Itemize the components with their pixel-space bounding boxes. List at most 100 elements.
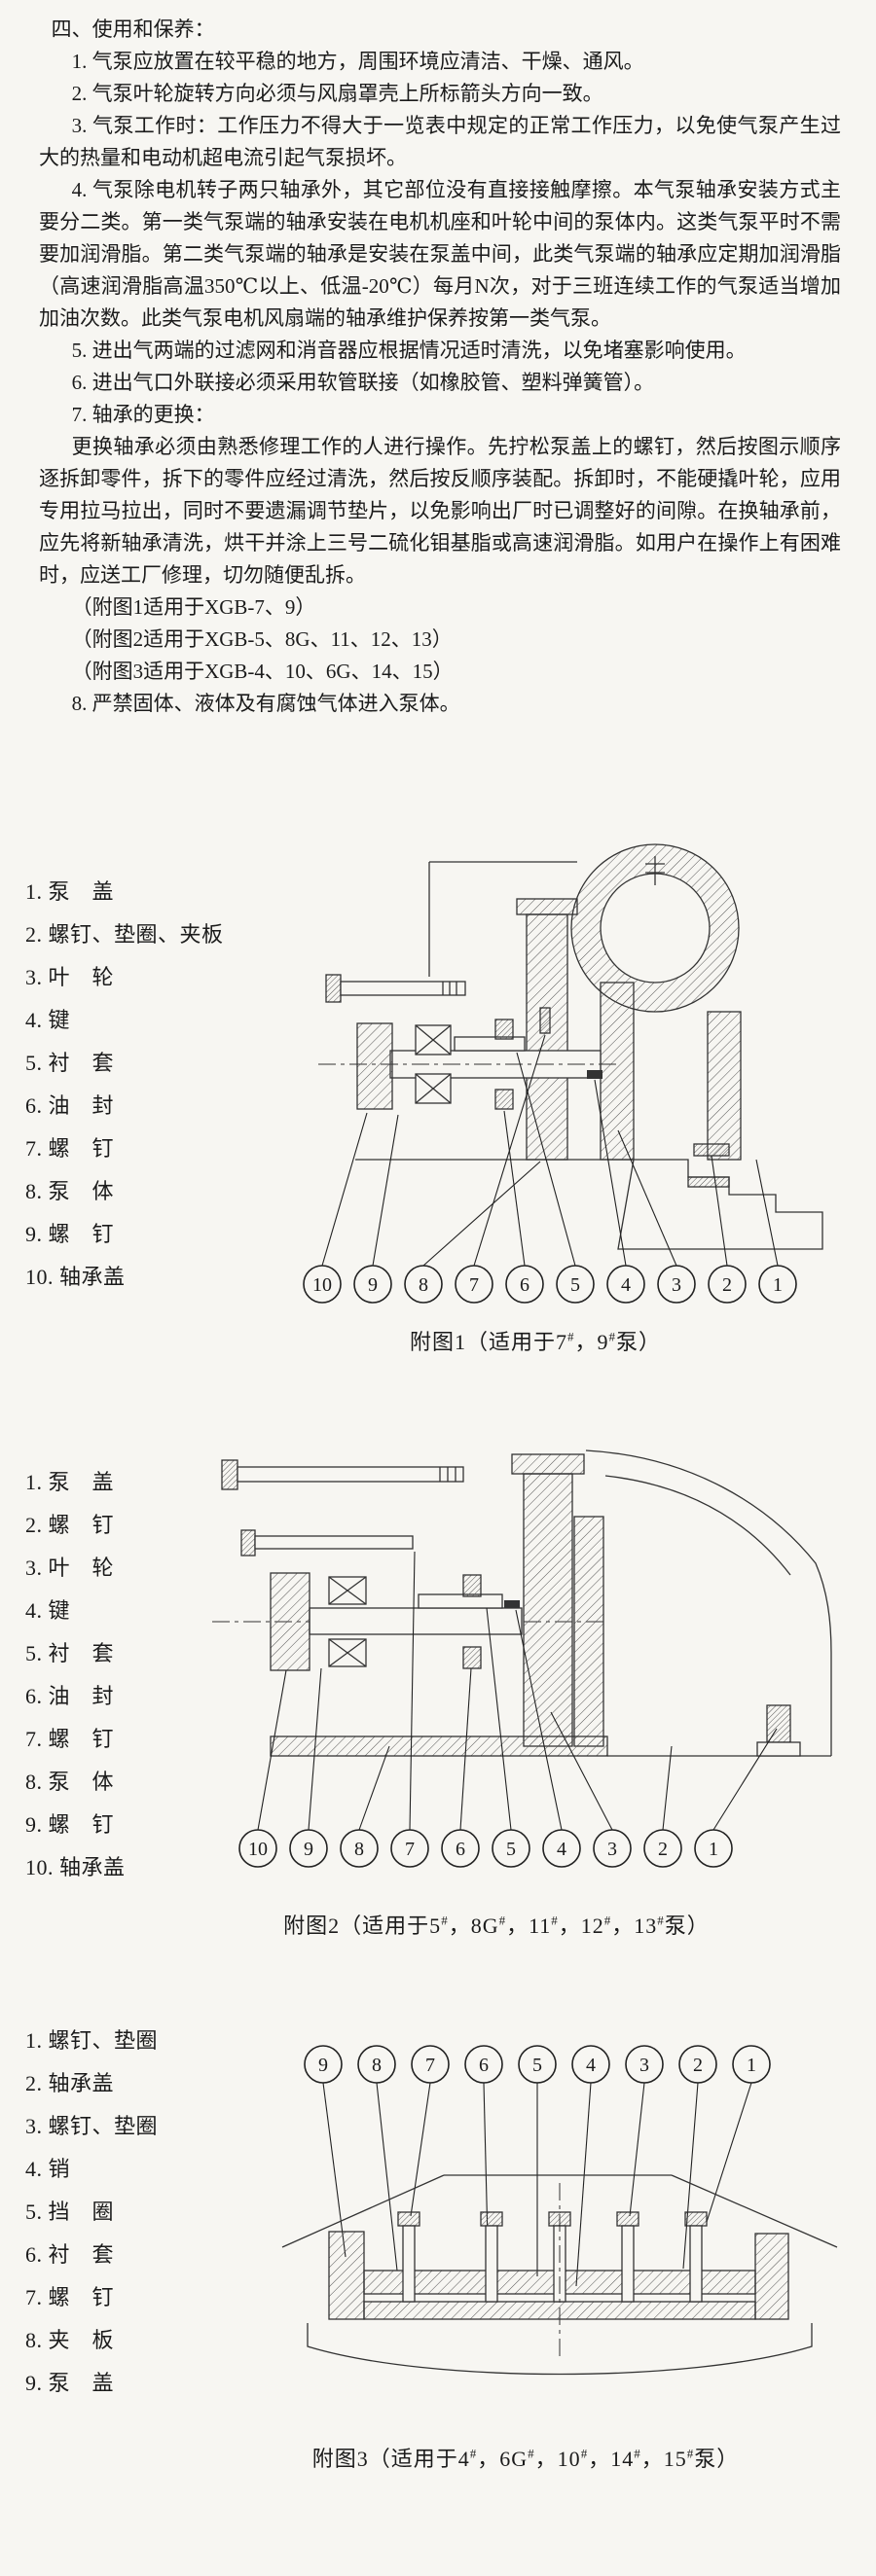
bolt [480, 2211, 503, 2303]
impeller-section [600, 982, 635, 1161]
figure1-diagram: 10 9 8 7 6 5 4 3 2 1 [303, 843, 823, 1304]
base-plate [270, 1735, 608, 1757]
svg-text:7: 7 [469, 1274, 479, 1296]
svg-text:1: 1 [747, 2055, 756, 2076]
svg-text:8: 8 [372, 2055, 382, 2076]
parts-list-item: 7. 螺 钉 [25, 1727, 115, 1751]
bolt [616, 2211, 639, 2303]
bottom-outline [307, 2323, 813, 2376]
paragraph-1: 1. 气泵应放置在较平稳的地方，周围环境应清洁、干燥、通风。 [71, 50, 644, 73]
callout-4: 4 [606, 1265, 645, 1304]
key [587, 1070, 602, 1079]
parts-list-item: 5. 衬 套 [25, 1641, 115, 1665]
usage-and-maintenance-section: 四、使用和保养： 1. 气泵应放置在较平稳的地方，周围环境应清洁、干燥、通风。 … [39, 14, 841, 720]
bolt [240, 1529, 414, 1556]
parts-list-item: 4. 键 [25, 1008, 71, 1032]
shaft [309, 1607, 523, 1635]
paragraph-7-title: 7. 轴承的更换： [71, 403, 215, 426]
svg-text:5: 5 [532, 2055, 542, 2076]
bearing-cover [356, 1022, 393, 1110]
svg-text:9: 9 [318, 2055, 328, 2076]
callout-1: 1 [694, 1829, 733, 1868]
section-heading: 四、使用和保养： [51, 18, 215, 41]
parts-list-item: 4. 销 [25, 2157, 71, 2181]
figure1-callouts: 10 9 8 7 6 5 4 3 2 1 [303, 1265, 797, 1304]
parts-list-item: 6. 油 封 [25, 1684, 115, 1708]
svg-text:8: 8 [354, 1839, 364, 1860]
bearing-cover [754, 2233, 789, 2320]
svg-text:4: 4 [586, 2055, 596, 2076]
housing-outline [281, 2174, 445, 2248]
key [504, 1600, 520, 1608]
parts-list-item: 2. 螺 钉 [25, 1513, 115, 1537]
parts-list-item: 3. 叶 轮 [25, 1556, 115, 1580]
callout-7: 7 [455, 1265, 493, 1304]
svg-text:6: 6 [479, 2055, 489, 2076]
callout-8: 8 [404, 1265, 443, 1304]
paragraph-6: 6. 进出气口外联接必须采用软管联接（如橡胶管、塑料弹簧管）。 [71, 371, 655, 394]
svg-text:9: 9 [368, 1274, 378, 1296]
parts-list-item: 1. 螺钉、垫圈 [25, 2028, 159, 2053]
paragraph-5: 5. 进出气两端的过滤网和消音器应根据情况适时清洗，以免堵塞影响使用。 [71, 339, 747, 362]
callout-2: 2 [643, 1829, 682, 1868]
svg-text:4: 4 [557, 1839, 566, 1860]
pump-section-drawing [281, 2174, 838, 2376]
paragraph-3: 3. 气泵工作时：工作压力不得大于一览表中规定的正常工作压力，以免使气泵产生过大… [39, 114, 841, 169]
pump-section-drawing [318, 843, 823, 1250]
callout-8: 8 [357, 2045, 396, 2084]
svg-text:5: 5 [570, 1274, 580, 1296]
bolt [325, 974, 466, 1003]
parts-list-item: 9. 螺 钉 [25, 1222, 115, 1246]
svg-text:10: 10 [312, 1274, 332, 1296]
svg-text:6: 6 [456, 1839, 465, 1860]
screw [539, 1007, 551, 1034]
callout-4: 4 [542, 1829, 581, 1868]
callout-6: 6 [441, 1829, 480, 1868]
parts-list-item: 9. 泵 盖 [25, 2371, 115, 2395]
callout-3: 3 [657, 1265, 696, 1304]
figure3-diagram: 9 8 7 6 5 4 3 2 1 [281, 2045, 838, 2376]
callout-7: 7 [390, 1829, 429, 1868]
svg-text:1: 1 [773, 1274, 783, 1296]
bolt [756, 1704, 801, 1757]
callout-3: 3 [593, 1829, 632, 1868]
parts-list-item: 6. 油 封 [25, 1093, 115, 1118]
impeller-section [523, 1473, 573, 1747]
callout-6: 6 [505, 1265, 544, 1304]
figure3-leader-lines [322, 2082, 752, 2287]
callout-3: 3 [625, 2045, 664, 2084]
bolt [221, 1459, 464, 1490]
bearing [415, 1024, 452, 1104]
parts-list-item: 4. 键 [25, 1598, 71, 1623]
pump-cover-section [707, 1011, 742, 1161]
figure1-leader-lines [321, 1034, 779, 1267]
svg-text:2: 2 [722, 1274, 732, 1296]
figure2-caption: 附图2（适用于5#，8G#，11#，12#，13#泵） [283, 1913, 710, 1938]
pump-cover-outline [585, 1449, 832, 1756]
parts-list-item: 10. 轴承盖 [25, 1855, 126, 1879]
figure3-callouts: 9 8 7 6 5 4 3 2 1 [304, 2045, 771, 2084]
parts-list-item: 10. 轴承盖 [25, 1265, 126, 1289]
bushing [418, 1593, 503, 1609]
callout-5: 5 [556, 1265, 595, 1304]
svg-text:1: 1 [709, 1839, 718, 1860]
parts-list-item: 8. 泵 体 [25, 1179, 115, 1203]
callout-1: 1 [732, 2045, 771, 2084]
pump-foot [617, 1159, 823, 1250]
figure2-diagram: 10 9 8 7 6 5 4 3 2 1 [212, 1449, 832, 1868]
parts-list-item: 5. 挡 圈 [25, 2200, 115, 2224]
svg-text:10: 10 [248, 1839, 268, 1860]
svg-text:5: 5 [506, 1839, 516, 1860]
paragraph-7-body: 更换轴承必须由熟悉修理工作的人进行操作。先拧松泵盖上的螺钉，然后按图示顺序逐拆卸… [39, 435, 841, 587]
callout-6: 6 [464, 2045, 503, 2084]
parts-list-item: 1. 泵 盖 [25, 879, 115, 904]
svg-text:2: 2 [658, 1839, 668, 1860]
figure2-parts-list: 1. 泵 盖 2. 螺 钉 3. 叶 轮 4. 键 5. 衬 套 6. 油 封 … [25, 1461, 126, 1889]
callout-7: 7 [411, 2045, 450, 2084]
figure3-applicability-note: （附图3适用于XGB-4、10、6G、14、15） [71, 660, 454, 683]
parts-list-item: 3. 螺钉、垫圈 [25, 2114, 159, 2138]
callout-2: 2 [708, 1265, 747, 1304]
svg-text:3: 3 [672, 1274, 681, 1296]
figure1-applicability-note: （附图1适用于XGB-7、9） [71, 595, 316, 619]
